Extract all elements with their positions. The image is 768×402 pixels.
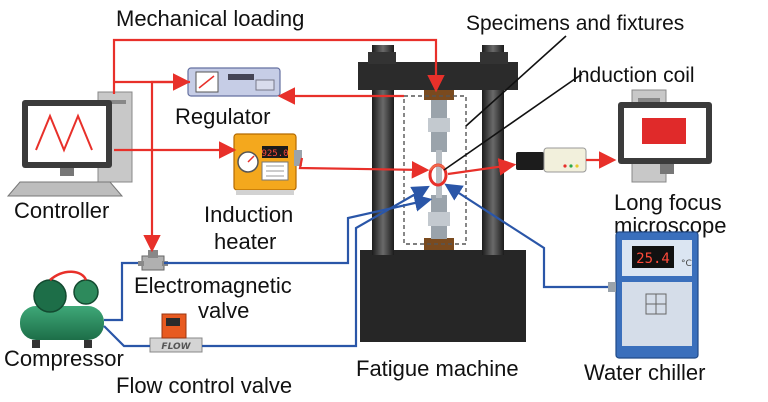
regulator-device: [187, 67, 281, 97]
flow-control-label: Flow control valve: [116, 373, 292, 398]
induction-coil-label: Induction coil: [572, 64, 695, 87]
air-water-lines: [103, 183, 608, 348]
fatigue-machine: [358, 45, 526, 342]
mechanical-lines: [112, 38, 617, 253]
controller-label: Controller: [14, 198, 109, 223]
compressor-to-flow-air: [103, 325, 150, 348]
heater-to-coil: [298, 157, 430, 179]
machine-column-left: [372, 45, 394, 255]
long-focus-label-line1: Long focus: [614, 190, 722, 215]
electromagnetic-valve: [138, 250, 168, 271]
electromagnetic-label-line1: Electromagnetic: [134, 273, 292, 298]
leader-lines: [443, 35, 583, 171]
induction-heater-label-line2: heater: [214, 229, 276, 254]
specimens-leader: [465, 35, 567, 127]
heater-display: 925.0: [261, 149, 288, 159]
chiller-unit: °C: [681, 259, 692, 269]
controller-waveform: [35, 113, 93, 153]
flow-to-machine-air: [202, 185, 430, 348]
water-chiller-device: 25.4 °C: [608, 231, 699, 359]
regulator-label: Regulator: [175, 104, 270, 129]
regulator-to-valve: [143, 80, 190, 253]
compressor-device: [20, 270, 104, 348]
fatigue-machine-label: Fatigue machine: [356, 356, 519, 381]
water-chiller-label: Water chiller: [584, 360, 705, 385]
chiller-to-machine-water: [444, 183, 608, 289]
chiller-display: 25.4: [636, 251, 670, 267]
induction-heater-device: 925.0: [233, 133, 302, 195]
long-focus-microscope: [516, 147, 587, 173]
specimens-fixtures-label: Specimens and fixtures: [466, 12, 684, 35]
controller-computer: [6, 91, 133, 197]
compressor-to-valve-air: [104, 261, 138, 322]
compressor-label: Compressor: [4, 346, 124, 371]
flow-label: FLOW: [161, 342, 191, 352]
mechanical-loading-line: [112, 38, 445, 94]
machine-crosshead: [358, 62, 518, 90]
flow-control-valve: FLOW: [149, 313, 203, 353]
machine-base: [360, 250, 526, 342]
coil-to-microscope: [447, 158, 517, 176]
coil-leader: [443, 73, 583, 171]
electromagnetic-label-line2: valve: [198, 298, 249, 323]
mechanical-loading-label: Mechanical loading: [116, 6, 304, 31]
induction-heater-label-line1: Induction: [204, 202, 293, 227]
monitor: [618, 89, 712, 183]
